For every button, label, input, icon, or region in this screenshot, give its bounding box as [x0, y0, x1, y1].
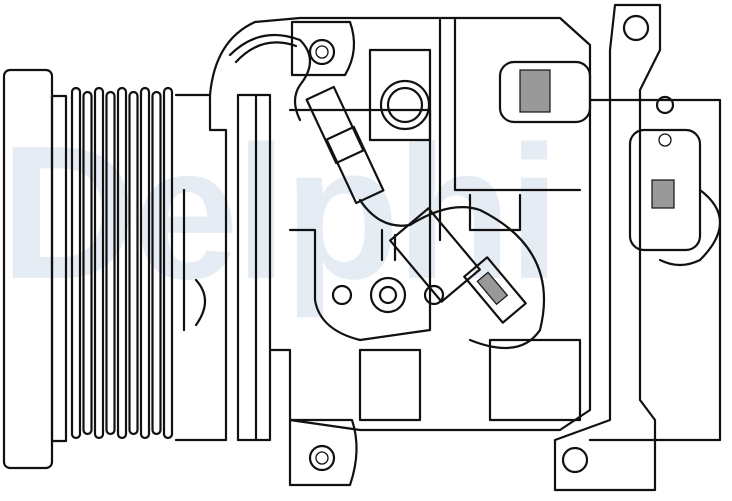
mount-ear-bottom	[288, 418, 358, 487]
compressor-housing	[208, 16, 592, 432]
pulley-groove	[82, 90, 93, 436]
bolts	[331, 276, 445, 314]
mount-bracket-right	[553, 3, 722, 492]
clutch-plate	[2, 68, 68, 470]
wiring-harness	[228, 33, 722, 350]
pulley-groove	[93, 86, 105, 440]
pulley-groove	[128, 90, 139, 436]
pulley-grooves	[70, 86, 174, 440]
pulley-groove	[116, 86, 128, 440]
clutch-body	[174, 93, 272, 442]
pulley-groove	[151, 90, 162, 436]
pulley-groove	[139, 86, 151, 440]
pressure-switch	[498, 60, 702, 252]
pulley-groove	[70, 86, 82, 440]
pulley-groove	[162, 86, 174, 440]
pulley-groove	[105, 90, 116, 436]
mount-ear-top	[290, 20, 356, 77]
delphi-watermark: Delphi	[0, 107, 561, 319]
